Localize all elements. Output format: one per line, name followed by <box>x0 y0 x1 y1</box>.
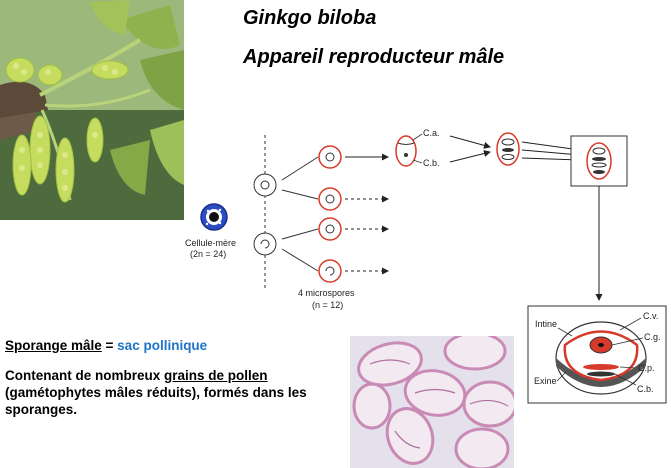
desc-part2: (gamétophytes mâles réduits), formés dan… <box>5 385 307 417</box>
label-intine: Intine <box>535 319 557 329</box>
pollen-micrograph <box>350 336 514 468</box>
mother-cell-ploidy: (2n = 24) <box>190 249 226 259</box>
microspores-label: 4 microspores <box>298 288 355 298</box>
mother-cell <box>200 203 228 231</box>
label-cp: C.p. <box>638 363 655 373</box>
gametophyte-stage-1 <box>395 135 417 167</box>
mother-cell-label: Cellule-mère <box>185 238 236 248</box>
microspore <box>318 259 342 283</box>
desc-pollen-grains: grains de pollen <box>164 368 268 383</box>
label-ca: C.a. <box>423 128 440 138</box>
mature-pollen-grain <box>555 321 647 395</box>
label-cb: C.b. <box>423 158 440 168</box>
microspore <box>318 145 342 169</box>
label-cg: C.g. <box>644 332 661 342</box>
gametophyte-stage-2 <box>496 132 520 166</box>
equals-sign: = <box>101 338 118 353</box>
gametophyte-stage-3 <box>586 142 612 180</box>
microspore <box>318 217 342 241</box>
title-species: Ginkgo biloba <box>243 7 377 29</box>
pollen-description: Contenant de nombreux grains de pollen (… <box>5 367 345 418</box>
sporange-meaning: sac pollinique <box>117 338 208 353</box>
ginkgo-male-cones-photo <box>0 0 184 220</box>
label-exine: Exine <box>534 376 557 386</box>
title-subject: Appareil reproducteur mâle <box>243 46 505 68</box>
microspores-ploidy: (n = 12) <box>312 300 343 310</box>
label-pollen-cb: C.b. <box>637 384 654 394</box>
label-cv: C.v. <box>643 311 658 321</box>
desc-part1: Contenant de nombreux <box>5 368 165 383</box>
microspore <box>318 187 342 211</box>
sporange-term: Sporange mâle <box>5 338 102 353</box>
sporange-definition: Sporange mâle = sac pollinique <box>5 338 207 353</box>
